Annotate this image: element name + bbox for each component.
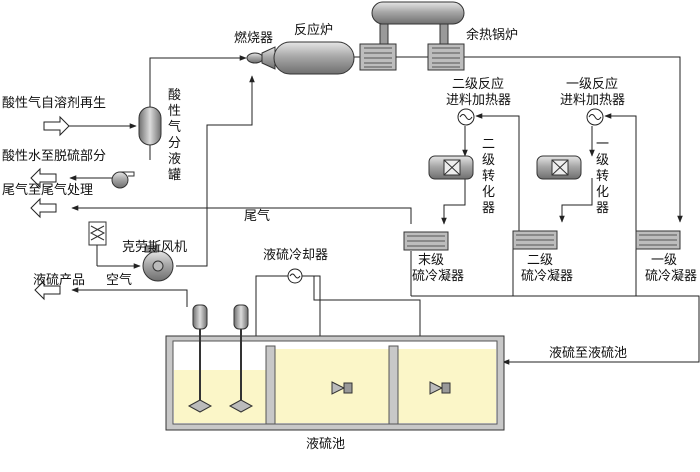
stage2-sulfur-condenser[interactable] xyxy=(512,230,558,250)
svg-text:器: 器 xyxy=(482,201,495,216)
line-air-to-burner xyxy=(176,75,255,267)
pit-partition-left xyxy=(265,345,276,425)
svg-text:进料加热器: 进料加热器 xyxy=(446,93,511,108)
line-conv1-to-cond2 xyxy=(559,178,593,223)
line-sulfur-product xyxy=(71,287,188,307)
pit-nozzle-middle xyxy=(331,381,353,395)
acid-water-pump[interactable] xyxy=(111,171,135,189)
stage2-converter[interactable] xyxy=(428,155,474,180)
knockout-drum[interactable] xyxy=(138,106,162,146)
svg-text:进料加热器: 进料加热器 xyxy=(560,93,625,108)
final-sulfur-condenser[interactable] xyxy=(403,231,449,251)
svg-text:硫冷凝器: 硫冷凝器 xyxy=(645,268,697,284)
labels: 酸性气自溶剂再生 酸性水至脱硫部分 尾气至尾气处理 液硫产品 燃烧器 反应炉 余… xyxy=(2,22,697,452)
svg-text:性: 性 xyxy=(168,104,181,119)
label-stage2-condenser: 二级 硫冷凝器 xyxy=(521,253,573,284)
reactor-furnace[interactable] xyxy=(246,41,355,75)
pit-nozzle-right xyxy=(429,381,451,395)
line-sulfur-to-pit xyxy=(411,295,700,365)
waste-heat-boiler[interactable] xyxy=(359,1,465,71)
svg-text:分: 分 xyxy=(168,136,181,151)
label-knockout-drum: 酸 性 气 分 液 罐 xyxy=(168,88,181,183)
svg-text:转: 转 xyxy=(596,169,609,184)
svg-text:转: 转 xyxy=(482,169,495,184)
line-cond1-to-reheater1 xyxy=(604,113,658,237)
svg-text:级: 级 xyxy=(596,153,609,168)
claus-blower[interactable] xyxy=(142,245,174,282)
line-tail-gas-out xyxy=(71,205,412,224)
svg-text:酸: 酸 xyxy=(168,88,181,103)
label-sulfur-to-pit: 液硫至液硫池 xyxy=(549,346,627,361)
label-stage1-reheater: 一级反应 进料加热器 xyxy=(560,76,625,108)
label-air: 空气 xyxy=(106,272,132,288)
svg-text:化: 化 xyxy=(482,185,495,200)
whb-exchanger-right xyxy=(427,43,465,71)
label-sulfur-pit: 液硫池 xyxy=(306,437,345,452)
line-whb-to-cond1 xyxy=(456,56,683,223)
label-final-condenser: 末级 硫冷凝器 xyxy=(412,253,464,284)
tail-gas-outlet-arrow xyxy=(30,197,57,219)
svg-text:一: 一 xyxy=(596,137,609,152)
label-tail-gas: 尾气 xyxy=(244,208,270,224)
pit-pump-right[interactable] xyxy=(228,304,254,413)
label-acid-gas-inlet: 酸性气自溶剂再生 xyxy=(2,95,106,111)
label-reactor-furnace: 反应炉 xyxy=(294,22,333,38)
label-sulfur-product: 液硫产品 xyxy=(33,273,85,288)
whb-exchanger-left xyxy=(359,43,397,71)
label-tail-gas-outlet: 尾气至尾气处理 xyxy=(2,182,93,198)
svg-text:罐: 罐 xyxy=(168,168,181,183)
steam-drum xyxy=(371,1,465,25)
svg-text:气: 气 xyxy=(168,119,181,135)
svg-text:一级反应: 一级反应 xyxy=(566,76,618,92)
label-sulfur-cooler: 液硫冷却器 xyxy=(263,248,328,263)
svg-text:二级: 二级 xyxy=(527,253,553,268)
stage1-sulfur-condenser[interactable] xyxy=(635,230,681,250)
svg-text:二: 二 xyxy=(482,137,495,152)
svg-text:硫冷凝器: 硫冷凝器 xyxy=(521,268,573,284)
label-blower: 克劳斯风机 xyxy=(122,239,187,255)
svg-text:一级: 一级 xyxy=(651,253,677,268)
air-filter[interactable] xyxy=(88,221,107,246)
stage1-converter[interactable] xyxy=(536,155,582,180)
acid-water-outlet-arrow xyxy=(30,167,57,189)
burner-nozzle xyxy=(246,52,264,64)
label-stage1-converter: 一 级 转 化 器 xyxy=(596,137,609,216)
svg-text:二级反应: 二级反应 xyxy=(452,76,504,92)
label-stage2-reheater: 二级反应 进料加热器 xyxy=(446,76,511,108)
line-conv2-to-cond3 xyxy=(441,179,466,225)
svg-text:硫冷凝器: 硫冷凝器 xyxy=(412,268,464,284)
pit-partition-right xyxy=(388,345,399,425)
stream-arrows xyxy=(30,115,70,301)
acid-gas-inlet-arrow xyxy=(43,115,70,137)
sulfur-pit[interactable] xyxy=(165,335,505,431)
sulfur-product-outlet-arrow xyxy=(34,279,61,301)
svg-text:化: 化 xyxy=(596,185,609,200)
svg-text:器: 器 xyxy=(596,201,609,216)
pit-pump-left[interactable] xyxy=(187,304,213,413)
pit-liquid-left xyxy=(174,370,266,423)
sulfur-cooler[interactable] xyxy=(287,268,303,284)
label-acid-water-outlet: 酸性水至脱硫部分 xyxy=(2,149,106,164)
svg-text:级: 级 xyxy=(482,153,495,168)
label-burner: 燃烧器 xyxy=(234,30,273,46)
label-waste-heat-boiler: 余热锅炉 xyxy=(466,27,518,43)
stage2-reheater[interactable] xyxy=(457,108,475,126)
svg-text:末级: 末级 xyxy=(418,253,444,268)
label-stage2-converter: 二 级 转 化 器 xyxy=(482,137,495,216)
line-drum-to-burner xyxy=(149,55,247,107)
svg-text:液: 液 xyxy=(168,152,181,167)
stage1-reheater[interactable] xyxy=(586,108,604,126)
label-stage1-condenser: 一级 硫冷凝器 xyxy=(645,253,697,284)
